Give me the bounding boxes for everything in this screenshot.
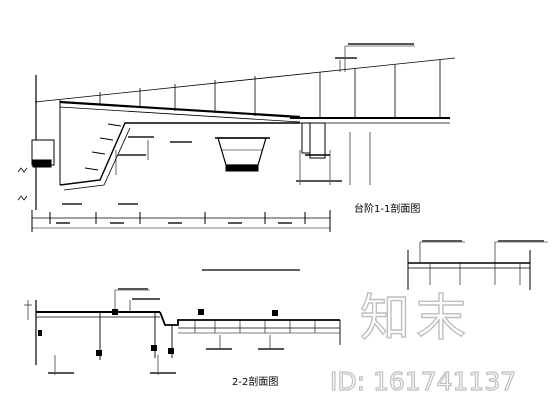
section-1-1 bbox=[17, 45, 456, 232]
watermark-id: ID: 161741137 bbox=[330, 367, 516, 396]
section-2-2-annotations bbox=[48, 288, 284, 374]
section-1-title: 台阶1-1剖面图 bbox=[354, 202, 420, 215]
section-1-1-annotations bbox=[56, 43, 414, 224]
section-2-title: 2-2剖面图 bbox=[232, 375, 278, 388]
section-2-2-fills bbox=[38, 309, 278, 356]
watermark-brand: 知末 bbox=[360, 289, 472, 347]
detail-annotations bbox=[422, 240, 544, 242]
detail-drawing bbox=[407, 241, 548, 290]
section-2-2 bbox=[24, 289, 341, 375]
